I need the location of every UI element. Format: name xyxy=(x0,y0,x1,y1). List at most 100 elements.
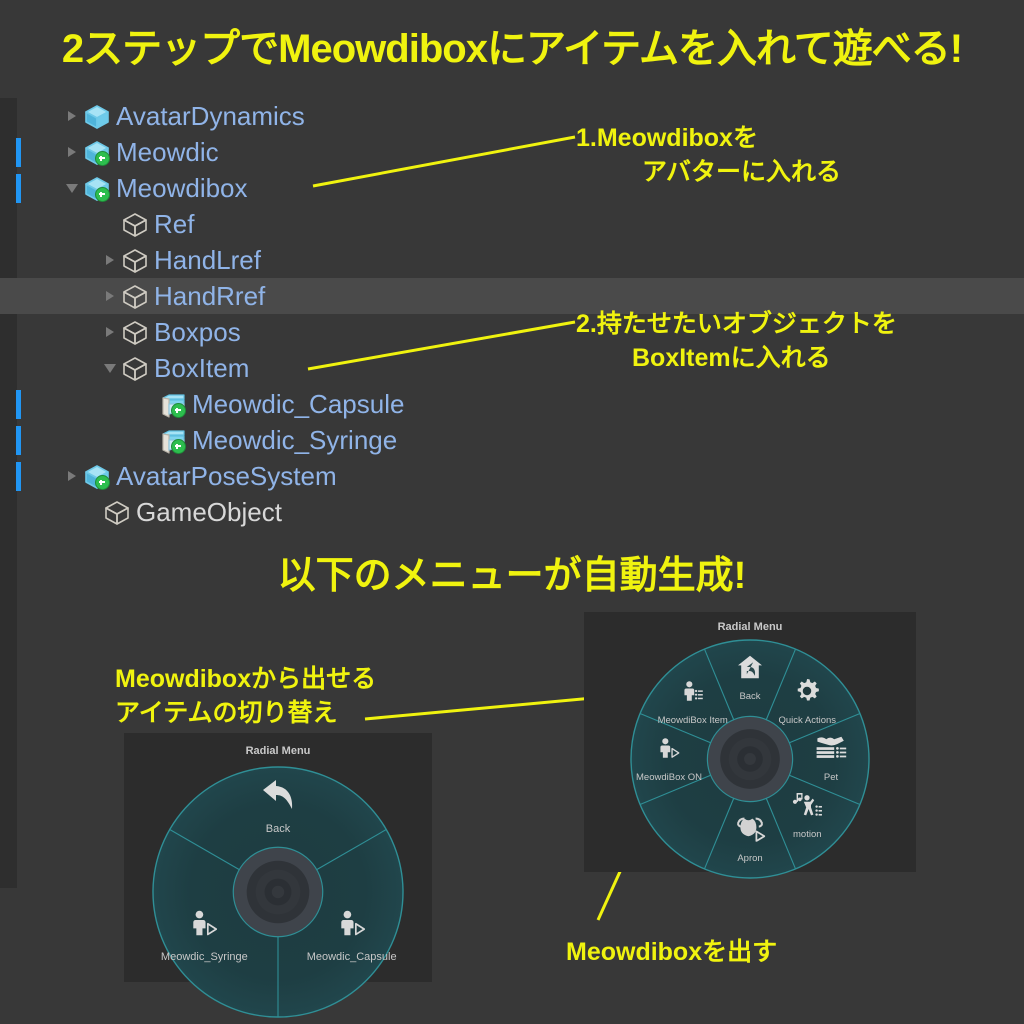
gameobject-cube-icon xyxy=(120,281,150,311)
music-dance-icon[interactable] xyxy=(792,792,823,818)
person-toggle-icon[interactable] xyxy=(659,736,680,760)
prefab-variant-badge-icon xyxy=(171,439,186,454)
back-arrow-icon[interactable] xyxy=(259,778,297,812)
hierarchy-row-label: AvatarDynamics xyxy=(116,101,305,131)
prefab-model-variant-icon xyxy=(158,425,188,455)
twirl-spacer xyxy=(100,206,120,242)
radial-segment-label[interactable]: Meowdic_Syringe xyxy=(160,950,248,963)
row-indent xyxy=(0,476,62,477)
row-indent xyxy=(0,260,100,261)
hierarchy-row-label: HandRref xyxy=(154,281,266,311)
radial-segment-label[interactable]: Back xyxy=(739,691,761,702)
hierarchy-row[interactable]: Meowdic_Capsule xyxy=(0,386,1024,422)
chevron-right-icon[interactable] xyxy=(62,98,82,134)
prefab-variant-badge-icon xyxy=(95,187,110,202)
row-indent xyxy=(0,296,100,297)
hierarchy-row[interactable]: Meowdibox xyxy=(0,170,1024,206)
row-indent xyxy=(0,116,62,117)
chevron-down-icon[interactable] xyxy=(62,170,82,206)
row-indent xyxy=(0,188,62,189)
chevron-right-icon[interactable] xyxy=(62,134,82,170)
selection-marker xyxy=(16,426,21,455)
person-toggle-icon[interactable] xyxy=(339,908,365,938)
hierarchy-row-label: Meowdic_Capsule xyxy=(192,389,405,419)
annotation-step2-line1: 2.持たせたいオブジェクトを xyxy=(576,310,897,338)
section-heading: 以下のメニューが自動生成! xyxy=(277,555,747,597)
page-title: 2ステップでMeowdiboxにアイテムを入れて遊べる! xyxy=(61,27,963,71)
radial-segment-label[interactable]: Quick Actions xyxy=(778,714,837,726)
gameobject-cube-icon xyxy=(120,245,150,275)
gameobject-cube-icon xyxy=(120,353,150,383)
prefab-variant-badge-icon xyxy=(95,475,110,490)
prefab-model-variant-icon xyxy=(158,389,188,419)
hierarchy-row-label: Boxpos xyxy=(154,317,241,347)
twirl-spacer xyxy=(138,386,158,422)
annotation-step1: 1.Meowdiboxを アバターに入れる xyxy=(576,121,841,189)
apron-toggle-icon[interactable] xyxy=(735,816,766,842)
radial-segment-label[interactable]: motion xyxy=(793,829,822,841)
hierarchy-row[interactable]: AvatarPoseSystem xyxy=(0,458,1024,494)
prefab-variant-badge-icon xyxy=(95,151,110,166)
person-list-icon[interactable] xyxy=(682,679,703,703)
hierarchy-row[interactable]: GameObject xyxy=(0,494,1024,530)
hierarchy-row-label: Meowdic xyxy=(116,137,219,167)
annotation-step1-line1: 1.Meowdiboxを xyxy=(576,124,758,152)
selection-marker xyxy=(16,390,21,419)
prefab-variant-badge-icon xyxy=(171,403,186,418)
annotation-step1-line2: アバターに入れる xyxy=(642,158,842,186)
hierarchy-row-label: AvatarPoseSystem xyxy=(116,461,337,491)
hierarchy-row[interactable]: AvatarDynamics xyxy=(0,98,1024,134)
annotation-step2-line2: BoxItemに入れる xyxy=(632,344,831,372)
gear-icon[interactable] xyxy=(794,677,821,704)
radial-segment-label[interactable]: Back xyxy=(265,822,291,835)
gameobject-cube-icon xyxy=(102,497,132,527)
radial-segment-label[interactable]: Apron xyxy=(737,853,763,864)
chevron-right-icon[interactable] xyxy=(62,458,82,494)
hierarchy-row[interactable]: BoxItem xyxy=(0,350,1024,386)
hierarchy-row-label: Meowdic_Syringe xyxy=(192,425,398,455)
chevron-down-icon[interactable] xyxy=(100,350,120,386)
gameobject-cube-icon xyxy=(120,209,150,239)
row-indent xyxy=(0,512,82,513)
annotation-spawn-box: Meowdiboxを出す xyxy=(566,938,778,966)
prefab-cube-variant-icon xyxy=(82,173,112,203)
prefab-cube-variant-icon xyxy=(82,461,112,491)
chevron-right-icon[interactable] xyxy=(100,278,120,314)
pet-icon[interactable] xyxy=(815,736,847,760)
hierarchy-row-label: GameObject xyxy=(136,497,282,527)
radial-segment-label[interactable]: MeowdiBox ON xyxy=(636,772,702,783)
hierarchy-row[interactable]: HandRref xyxy=(0,278,1024,314)
home-back-icon[interactable] xyxy=(737,655,763,679)
prefab-cube-icon xyxy=(82,101,112,131)
hierarchy-row-label: HandLref xyxy=(154,245,261,275)
selection-marker xyxy=(16,174,21,203)
radial-segment-label[interactable]: MeowdiBox Item xyxy=(657,714,728,726)
annotation-switch-items: Meowdiboxから出せる アイテムの切り替え xyxy=(115,662,376,730)
hierarchy-row[interactable]: Meowdic xyxy=(0,134,1024,170)
chevron-right-icon[interactable] xyxy=(100,242,120,278)
hierarchy-row[interactable]: Boxpos xyxy=(0,314,1024,350)
twirl-spacer xyxy=(82,494,102,530)
radial-segment-label[interactable]: Pet xyxy=(823,772,839,783)
row-indent xyxy=(0,332,100,333)
hierarchy-row[interactable]: Meowdic_Syringe xyxy=(0,422,1024,458)
chevron-right-icon[interactable] xyxy=(100,314,120,350)
person-toggle-icon[interactable] xyxy=(191,908,218,938)
selection-marker xyxy=(16,462,21,491)
hierarchy-row[interactable]: Ref xyxy=(0,206,1024,242)
hierarchy-row-label: Ref xyxy=(154,209,195,239)
radial-segment-label[interactable]: Meowdic_Capsule xyxy=(306,950,397,963)
annotation-switch-items-line1: Meowdiboxから出せる xyxy=(115,665,377,693)
row-indent xyxy=(0,152,62,153)
radial-menu-right-title: Radial Menu xyxy=(717,621,783,633)
hierarchy-row-label: BoxItem xyxy=(154,353,250,383)
gameobject-cube-icon xyxy=(120,317,150,347)
hierarchy-row[interactable]: HandLref xyxy=(0,242,1024,278)
